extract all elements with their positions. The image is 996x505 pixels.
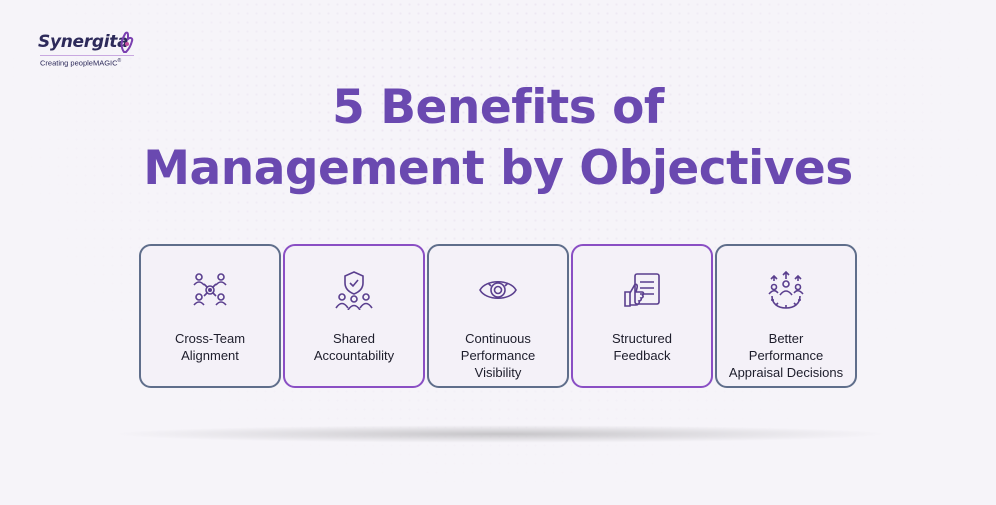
page-title-line-1: 5 Benefits of	[332, 80, 664, 135]
floor-shadow	[110, 425, 890, 443]
logo-wordmark: Synergita	[38, 32, 129, 52]
logo-underline	[40, 55, 134, 56]
thumbs-up-feedback-icon	[624, 273, 660, 307]
synergita-logo: Synergita Creating peopleMAGIC®	[38, 31, 148, 72]
logo-hand-icon	[120, 31, 134, 53]
gear-people-icon	[768, 270, 804, 309]
page-title-line-2: Management by Objectives	[143, 141, 853, 196]
logo-tagline: Creating peopleMAGIC®	[40, 58, 122, 68]
eye-icon	[479, 280, 517, 300]
shield-team-icon	[335, 271, 373, 310]
team-network-icon	[193, 273, 227, 306]
